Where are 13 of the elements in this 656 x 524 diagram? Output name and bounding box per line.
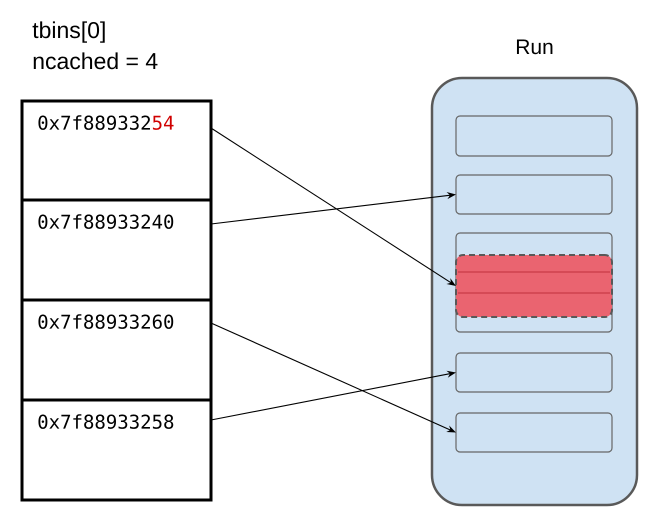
slot-box — [455, 174, 613, 215]
chunk-box — [455, 254, 613, 318]
heading-label: tbins[0] — [32, 21, 105, 43]
memory-cell: 0x7f88933260 — [20, 298, 212, 402]
slot-box — [455, 412, 613, 453]
slot-box — [455, 115, 613, 157]
memory-cell: 0x7f88933258 — [20, 398, 212, 502]
slot-box — [455, 352, 613, 393]
heading-label: ncached = 4 — [34, 52, 158, 70]
slot-box — [455, 232, 613, 333]
memory-cell: 0x7f88933254 — [20, 100, 212, 202]
node-label: Run — [516, 40, 552, 54]
memory-cell: 0x7f88933240 — [20, 198, 212, 302]
